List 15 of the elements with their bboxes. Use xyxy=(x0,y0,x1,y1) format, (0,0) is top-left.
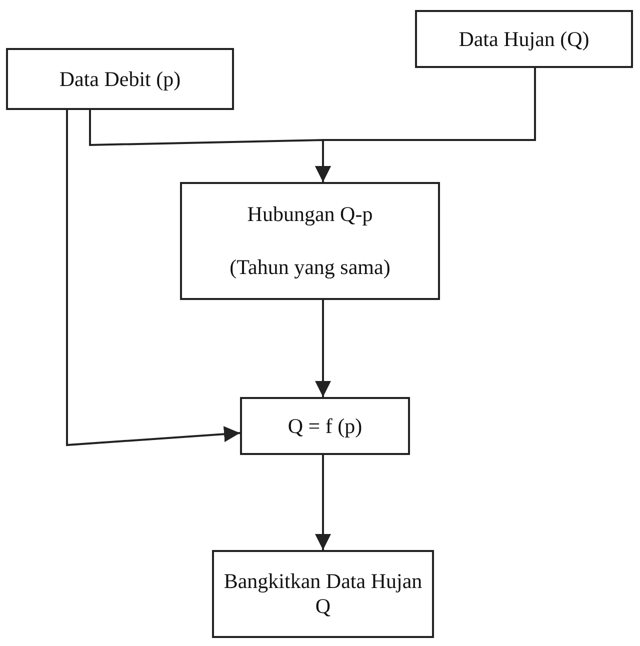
box-label: Data Debit (p) xyxy=(59,66,181,92)
box-label: Hubungan Q-p xyxy=(247,202,373,227)
arrow xyxy=(315,455,331,550)
process-box xyxy=(415,10,633,68)
process-box xyxy=(240,397,410,455)
box-label: Q = f (p) xyxy=(288,414,362,438)
box-label: (Tahun yang sama) xyxy=(230,255,390,280)
process-box xyxy=(212,550,434,638)
arrow xyxy=(315,68,536,182)
process-box xyxy=(6,48,234,110)
box-label: Bangkitkan Data Hujan Q xyxy=(222,569,424,619)
box-label: Data Hujan (Q) xyxy=(458,26,590,52)
arrow xyxy=(66,110,240,446)
arrow xyxy=(315,300,331,397)
process-box xyxy=(180,182,440,300)
